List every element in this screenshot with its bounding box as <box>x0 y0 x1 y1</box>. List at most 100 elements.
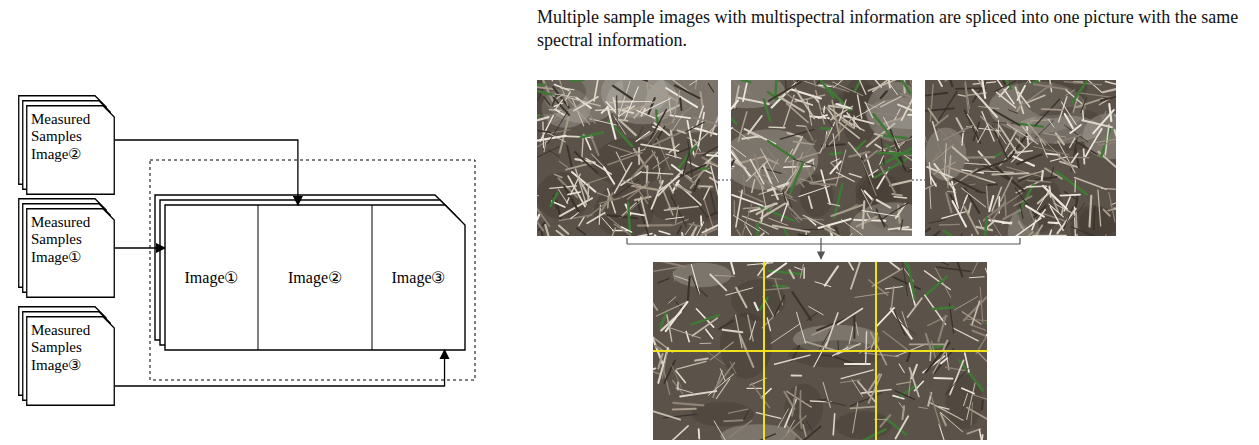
straw-stroke <box>909 371 912 397</box>
straw-stroke <box>703 138 718 155</box>
straw-stroke <box>930 153 939 164</box>
straw-stroke <box>773 285 786 288</box>
straw-stroke <box>1096 139 1116 142</box>
straw-stroke <box>621 172 641 186</box>
straw-stroke <box>957 262 963 277</box>
straw-stroke <box>685 122 704 132</box>
straw-stroke <box>616 152 626 172</box>
straw-stroke <box>902 262 907 296</box>
straw-stroke <box>857 216 879 226</box>
straw-stroke <box>1082 110 1084 120</box>
straw-stroke <box>972 301 980 325</box>
straw-stroke <box>780 129 814 139</box>
straw-stroke <box>1075 99 1102 108</box>
straw-stroke <box>673 90 680 122</box>
straw-stroke <box>828 203 840 206</box>
straw-stroke <box>803 425 806 437</box>
straw-stroke <box>967 407 987 423</box>
node-label: Image③ <box>392 268 446 287</box>
straw-stroke <box>809 197 812 209</box>
straw-stroke <box>739 191 763 202</box>
straw-stroke <box>792 387 796 416</box>
divider-line <box>258 205 259 350</box>
straw-stroke <box>742 137 757 139</box>
straw-stroke <box>1019 222 1024 230</box>
straw-stroke <box>861 429 885 440</box>
straw-stroke <box>851 262 862 289</box>
straw-stroke <box>936 236 949 237</box>
straw-stroke <box>925 277 947 296</box>
straw-stroke <box>789 270 793 278</box>
document-stack: Measured Samples Image② <box>18 95 115 195</box>
straw-stroke <box>571 80 583 82</box>
straw-stroke <box>908 149 912 172</box>
straw-stroke <box>734 80 750 82</box>
straw-stroke <box>896 416 909 438</box>
straw-stroke <box>869 374 882 403</box>
straw-stroke <box>942 211 969 219</box>
straw-stroke <box>678 226 682 234</box>
straw-stroke <box>810 176 844 183</box>
straw-stroke <box>1103 210 1109 216</box>
dashed-frame <box>150 160 475 380</box>
straw-stroke <box>943 341 947 351</box>
straw-stroke <box>925 93 947 97</box>
straw-stroke <box>572 98 583 125</box>
soil-patch <box>593 138 666 188</box>
stacked-card <box>165 205 465 350</box>
straw-stroke <box>800 179 827 187</box>
straw-stroke <box>892 194 901 195</box>
straw-stroke <box>939 407 949 410</box>
straw-stroke <box>1105 82 1116 86</box>
straw-stroke <box>883 331 907 350</box>
straw-stroke <box>858 95 862 118</box>
straw-stroke <box>1044 133 1066 137</box>
document-stack: Measured Samples Image① <box>18 198 115 298</box>
straw-stroke <box>690 161 710 188</box>
straw-stroke <box>986 314 987 323</box>
straw-stroke <box>755 434 775 440</box>
straw-stroke <box>670 115 690 118</box>
straw-stroke <box>976 328 987 353</box>
soil-patch <box>731 280 786 321</box>
straw-stroke <box>810 80 815 86</box>
node-label: Image② <box>288 268 342 287</box>
straw-stroke <box>799 186 830 197</box>
straw-stroke <box>933 307 954 309</box>
straw-stroke <box>1002 222 1012 224</box>
straw-stroke <box>958 95 966 97</box>
straw-stroke <box>705 350 724 364</box>
straw-stroke <box>823 131 828 148</box>
straw-stroke <box>938 316 945 341</box>
straw-stroke <box>653 279 657 310</box>
straw-stroke <box>826 313 838 347</box>
straw-stroke <box>755 303 758 310</box>
straw-stroke <box>897 382 911 385</box>
straw-stroke <box>710 191 715 211</box>
straw-stroke <box>1098 190 1101 226</box>
straw-stroke <box>950 131 961 143</box>
straw-stroke <box>929 220 945 223</box>
straw-stroke <box>658 354 662 369</box>
straw-stroke <box>714 421 730 440</box>
straw-stroke <box>1081 97 1087 112</box>
straw-stroke <box>689 224 700 226</box>
bracket-arrow <box>820 244 821 259</box>
straw-stroke <box>799 235 812 236</box>
straw-stroke <box>680 98 681 110</box>
straw-stroke <box>881 167 895 193</box>
straw-stroke <box>865 102 873 118</box>
straw-stroke <box>908 298 922 317</box>
straw-stroke <box>792 292 811 320</box>
straw-stroke <box>792 158 794 173</box>
straw-stroke <box>1008 110 1017 113</box>
straw-stroke <box>1103 85 1116 92</box>
straw-stroke <box>537 141 548 158</box>
soil-patch <box>537 172 591 220</box>
straw-stroke <box>711 115 718 136</box>
straw-stroke <box>800 265 803 278</box>
straw-stroke <box>1114 115 1116 120</box>
straw-stroke <box>955 297 978 310</box>
straw-stroke <box>987 327 988 335</box>
